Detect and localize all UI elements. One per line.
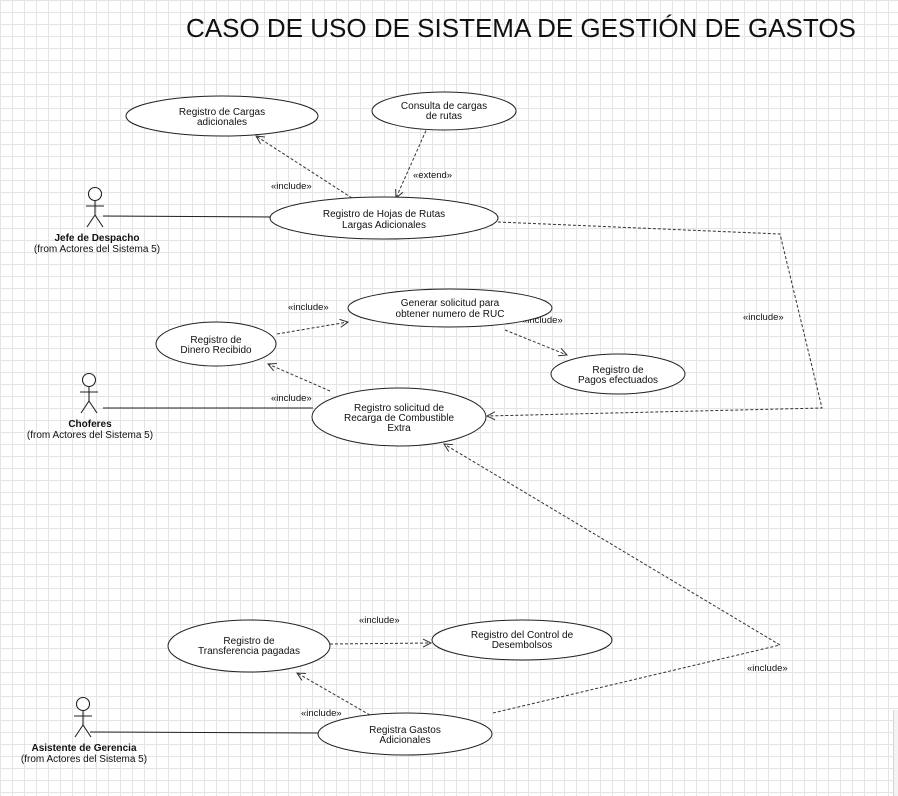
use-case-hojas-rutas[interactable]: Registro de Hojas de Rutas Largas Adicio… [269,196,499,240]
use-case-label-line: Registro solicitud de [354,403,444,414]
label-include-gastos-recarga: «include» [747,663,788,674]
label-include-dinero-solicitud: «include» [288,302,329,313]
include-gastos-to-recarga [444,444,782,714]
use-case-dinero-recibido[interactable]: Registro de Dinero Recibido [155,321,277,367]
use-case-label-line: Generar solicitud para [401,298,500,309]
use-case-label-line: Registro de [223,636,275,647]
stick-figure-icon [80,372,98,414]
actor-name: Asistente de Gerencia [31,743,136,754]
include-gastos-to-transferencia [297,673,371,716]
label-include-hojas-recarga: «include» [743,312,784,323]
use-case-label-line: Registro de Hojas de Rutas [323,209,445,220]
use-case-label-line: obtener numero de RUC [396,309,505,320]
use-case-label-line: Consulta de cargas [401,101,487,112]
use-case-label-line: Transferencia pagadas [198,646,300,657]
actor-package: (from Actores del Sistema 5) [27,430,153,441]
actor-name: Choferes [68,419,112,430]
use-case-label-line: Pagos efectuados [578,375,658,386]
use-case-label-line: adicionales [197,117,247,128]
use-case-label-line: Adicionales [379,735,430,746]
actor-package: (from Actores del Sistema 5) [21,754,147,765]
include-recarga-to-dinero [268,364,331,392]
actor-name: Jefe de Despacho [54,233,139,244]
use-case-label-line: Desembolsos [492,640,553,651]
association-asistente-gastos [89,731,319,734]
canvas-edge-panel [893,710,898,796]
label-include-recarga-dinero: «include» [271,393,312,404]
use-case-label-line: Registro de [592,365,644,376]
include-solicitud-to-pagos [504,329,567,355]
use-case-label-line: Dinero Recibido [180,345,252,356]
actor-choferes[interactable]: Choferes (from Actores del Sistema 5) [27,372,153,442]
use-case-transferencia[interactable]: Registro de Transferencia pagadas [167,619,331,673]
use-case-label-line: Recarga de Combustible [344,413,454,424]
stick-figure-icon [86,186,104,228]
use-case-control-desembolsos[interactable]: Registro del Control de Desembolsos [431,619,613,661]
use-case-label-line: Extra [387,423,411,434]
include-hojas-to-cargas [256,136,353,199]
use-case-label-line: Registra Gastos [369,725,441,736]
actor-asistente-de-gerencia[interactable]: Asistente de Gerencia (from Actores del … [21,696,147,766]
use-case-label-line: Registro de [190,335,242,346]
diagram-title: CASO DE USO DE SISTEMA DE GESTIÓN DE GAS… [186,13,856,43]
use-case-label-line: de rutas [426,111,462,122]
use-case-pagos-efectuados[interactable]: Registro de Pagos efectuados [550,353,686,395]
use-case-label-line: Largas Adicionales [342,220,426,231]
use-case-recarga-combustible[interactable]: Registro solicitud de Recarga de Combust… [311,387,487,447]
use-case-label-line: Registro de Cargas [179,107,265,118]
use-case-consulta-cargas[interactable]: Consulta de cargas de rutas [371,91,517,131]
label-include-gastos-transferencia: «include» [301,708,342,719]
actor-package: (from Actores del Sistema 5) [34,244,160,255]
include-transferencia-to-control [329,643,431,644]
association-jefe-hojas-rutas [102,215,271,218]
use-case-gastos-adicionales[interactable]: Registra Gastos Adicionales [317,712,493,756]
use-case-label-line: Registro del Control de [471,630,574,641]
extend-consulta-to-hojas [396,125,429,198]
include-hojas-to-recarga [487,221,823,416]
include-dinero-to-solicitud [276,322,348,335]
use-case-registro-cargas[interactable]: Registro de Cargas adicionales [125,95,319,137]
actor-jefe-de-despacho[interactable]: Jefe de Despacho (from Actores del Siste… [34,186,160,256]
label-include-transferencia-control: «include» [359,615,400,626]
label-extend-consulta-hojas: «extend» [413,170,452,181]
label-include-hojas-cargas: «include» [271,181,312,192]
use-case-generar-solicitud[interactable]: Generar solicitud para obtener numero de… [347,288,553,328]
stick-figure-icon [74,696,92,738]
label-include-solicitud-pagos: «include» [522,315,563,326]
